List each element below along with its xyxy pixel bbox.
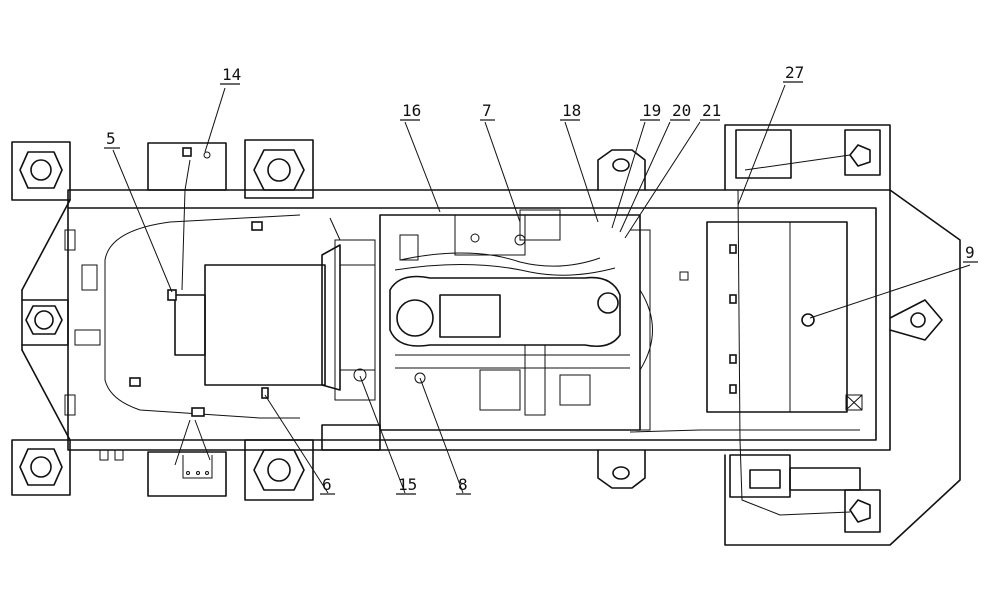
callout-6: 6 bbox=[322, 475, 332, 494]
callout-20: 20 bbox=[672, 101, 691, 120]
rear-box-bottom bbox=[729, 454, 791, 498]
leader-lines bbox=[112, 84, 971, 494]
wiring-harness bbox=[104, 147, 860, 516]
chassis-frame bbox=[21, 124, 961, 546]
terminal-bottom bbox=[844, 489, 881, 533]
wheel-mid-right bbox=[244, 439, 314, 501]
wheel-front-left bbox=[11, 141, 71, 201]
callout-labels: 14 5 16 7 18 19 20 21 27 9 6 15 8 bbox=[104, 63, 978, 495]
callout-21: 21 bbox=[702, 101, 721, 120]
wheel-front-right bbox=[11, 439, 71, 496]
callout-16: 16 bbox=[402, 101, 421, 120]
callout-8: 8 bbox=[458, 475, 468, 494]
bracket-box-left-bottom bbox=[147, 451, 227, 497]
lifting-lug-bottom bbox=[597, 449, 646, 489]
callout-14: 14 bbox=[222, 65, 241, 84]
callout-15: 15 bbox=[398, 475, 417, 494]
lifting-lug-top bbox=[597, 149, 646, 191]
bracket-box-left-top bbox=[147, 142, 227, 191]
left-frame-details bbox=[64, 229, 213, 479]
terminal-top bbox=[844, 129, 881, 176]
callout-7: 7 bbox=[482, 101, 492, 120]
callout-19: 19 bbox=[642, 101, 661, 120]
wheel-rear-left bbox=[21, 299, 69, 346]
callout-9: 9 bbox=[965, 243, 975, 262]
callout-5: 5 bbox=[106, 129, 116, 148]
engine-block bbox=[353, 209, 653, 431]
cooling-pack bbox=[679, 221, 863, 413]
callout-18: 18 bbox=[562, 101, 581, 120]
generator-unit bbox=[174, 239, 376, 401]
rear-box-top bbox=[735, 129, 792, 179]
small-box bbox=[321, 424, 381, 451]
wheel-mid-left bbox=[244, 139, 314, 199]
callout-27: 27 bbox=[785, 63, 804, 82]
